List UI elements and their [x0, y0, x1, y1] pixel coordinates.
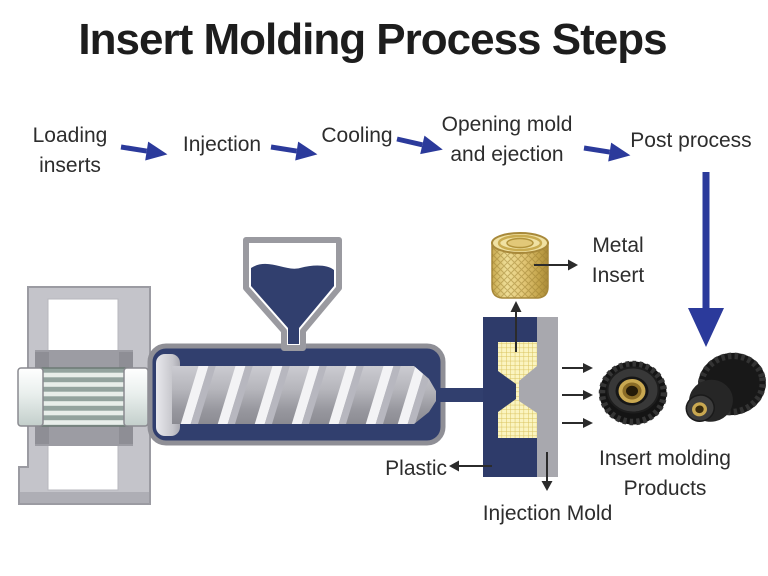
step-injection-label: Injection [182, 133, 262, 156]
hopper-material-icon [251, 263, 334, 344]
step-opening-line1: Opening mold [441, 113, 573, 136]
metal-insert-icon [491, 232, 549, 299]
page-title: Insert Molding Process Steps [78, 15, 667, 64]
flow-arrow-1 [120, 141, 168, 161]
step-loading-inserts: Loading inserts [18, 121, 122, 181]
injection-mold-label-arrow-icon [541, 452, 553, 491]
step-opening-line2: and ejection [450, 143, 564, 166]
hopper-icon [243, 237, 342, 351]
product-front-icon [598, 360, 668, 426]
post-process-down-arrow-icon [688, 172, 724, 347]
mold-to-products-arrows-icon [562, 363, 593, 428]
mold-to-insert-arrow-icon [510, 301, 522, 352]
products-label: Insert molding Products [599, 447, 731, 500]
injection-mold-label: Injection Mold [482, 502, 613, 525]
flow-arrow-2 [270, 141, 318, 161]
injection-mold-icon [483, 317, 558, 477]
step-opening-mold: Opening mold and ejection [428, 110, 586, 170]
step-loading-line1: Loading [32, 124, 108, 147]
plastic-label: Plastic [385, 457, 447, 480]
step-cooling-label: Cooling [321, 124, 393, 147]
metal-insert-label: Metal Insert [591, 234, 645, 287]
screw-icon [172, 366, 436, 424]
step-cooling: Cooling [314, 121, 400, 151]
nozzle-icon [436, 388, 490, 402]
step-loading-line2: inserts [39, 154, 101, 177]
plastic-label-arrow-icon [449, 460, 492, 472]
motor-icon [17, 367, 160, 427]
product-side-icon [685, 352, 767, 422]
flow-arrow-4 [583, 142, 631, 162]
flow-arrow-3 [396, 135, 443, 155]
insert-label-arrow-icon [534, 259, 578, 271]
barrel-icon [147, 343, 490, 446]
step-injection: Injection [174, 130, 270, 160]
step-post-process: Post process [624, 126, 758, 156]
step-post-process-label: Post process [630, 129, 752, 152]
